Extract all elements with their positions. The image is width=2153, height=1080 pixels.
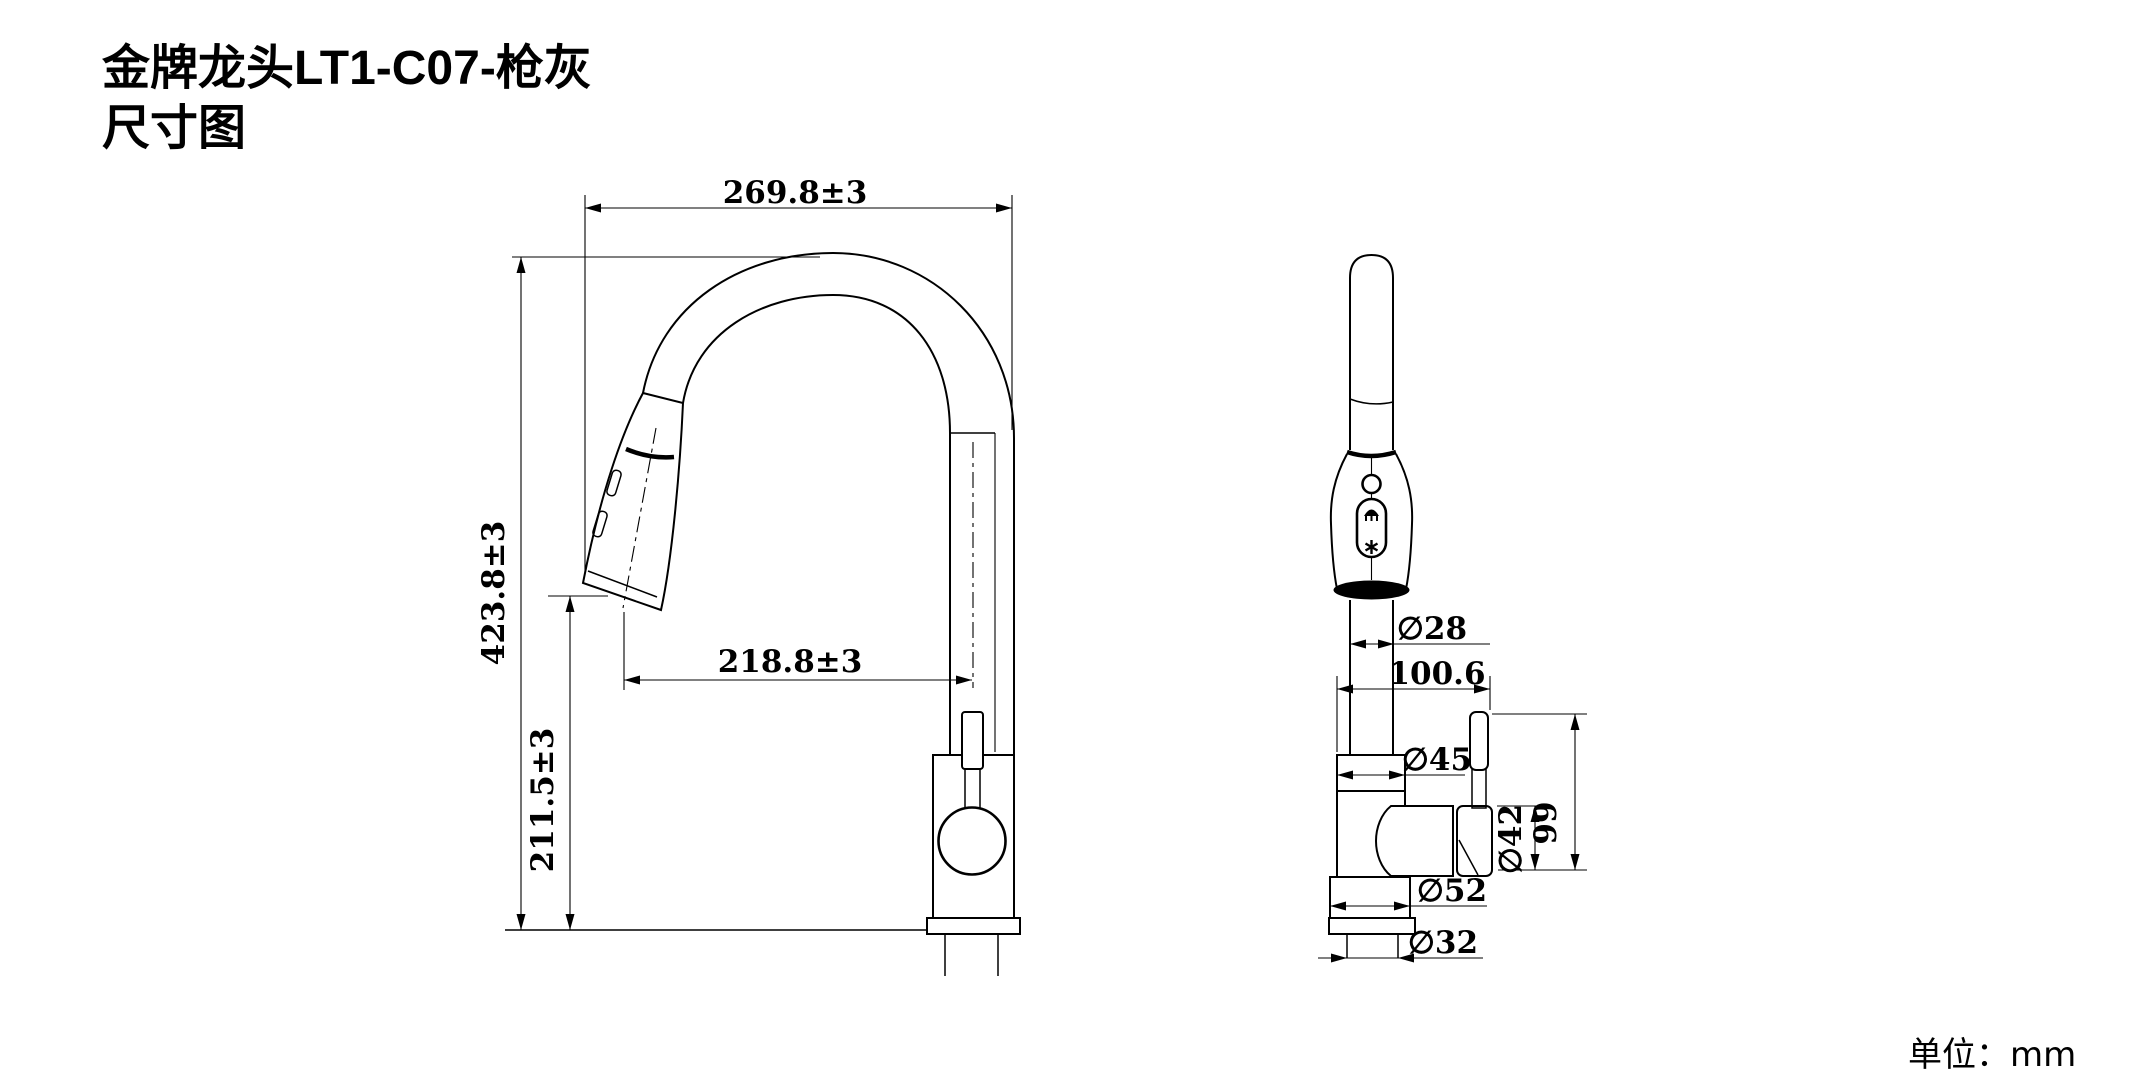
base-flange xyxy=(1328,917,1416,935)
dim-label-total-height: 423.8±3 xyxy=(476,521,512,666)
spray-head-right-edge xyxy=(1395,453,1414,590)
body-base-section xyxy=(1329,876,1411,919)
spray-head-outlet-band xyxy=(587,570,658,598)
spray-head-left-edge xyxy=(1329,453,1348,590)
arrowhead xyxy=(1350,639,1366,649)
dim-label-handle-offset: 100.6 xyxy=(1388,656,1485,692)
spout-inner-curve xyxy=(682,293,951,755)
spout-outer-curve xyxy=(642,251,1015,918)
dim-label-base-diameter: ∅52 xyxy=(1417,873,1487,909)
dim-label-spout-reach: 218.8±3 xyxy=(718,644,863,680)
front-view: ∅28 100.6 ∅45 ∅42 99 ∅52 ∅32 xyxy=(1318,253,1587,963)
drawing-title-line1: 金牌龙头LT1-C07-枪灰 xyxy=(101,42,592,95)
spray-head-button xyxy=(592,510,608,538)
spray-head-outline xyxy=(581,391,685,612)
tube-joint-line xyxy=(1349,398,1394,405)
dim-label-handle-base-diameter: ∅42 xyxy=(1493,804,1529,874)
dim-label-shank-diameter: ∅32 xyxy=(1408,925,1478,961)
arrowhead xyxy=(585,203,601,213)
arrowhead xyxy=(1530,854,1540,870)
dim-label-collar-diameter: ∅45 xyxy=(1402,742,1472,778)
base-flange xyxy=(926,917,1021,935)
spout-tube-top xyxy=(1349,253,1394,402)
handle-base xyxy=(1456,805,1493,877)
arrowhead xyxy=(1337,684,1353,694)
drawing-title-line2: 尺寸图 xyxy=(102,102,246,155)
arrowhead xyxy=(1378,639,1394,649)
arrowhead xyxy=(1337,770,1353,780)
arrowhead xyxy=(1530,806,1540,822)
handle-lever xyxy=(961,711,984,770)
arrowhead xyxy=(1474,684,1490,694)
dim-label-top-width: 269.8±3 xyxy=(723,175,868,211)
stream-icon xyxy=(1364,540,1379,554)
arrowhead xyxy=(1570,714,1580,730)
side-view: 269.8±3 423.8±3 218.8±3 211.5±3 xyxy=(476,175,1021,976)
arrowhead xyxy=(996,203,1012,213)
arrowhead xyxy=(1570,854,1580,870)
valve-joint-sphere xyxy=(937,806,1007,876)
arrowhead xyxy=(565,914,575,930)
arrowhead xyxy=(1330,901,1346,911)
dim-label-head-diameter: ∅28 xyxy=(1397,611,1467,647)
arrowhead xyxy=(624,675,640,685)
arrowhead xyxy=(956,675,972,685)
arrowhead xyxy=(1331,953,1347,963)
arrowhead xyxy=(1394,901,1410,911)
spray-head-collar-band xyxy=(625,446,675,460)
dim-label-spout-height: 211.5±3 xyxy=(525,728,561,873)
spray-face-plate xyxy=(1355,497,1388,559)
spray-head-button xyxy=(606,469,622,497)
spray-head-centerline xyxy=(622,427,657,609)
arrowhead xyxy=(516,914,526,930)
arrowhead xyxy=(565,596,575,612)
arrowhead xyxy=(1389,770,1405,780)
dim-label-handle-height: 99 xyxy=(1528,801,1564,844)
unit-note: 单位：mm xyxy=(1908,1035,2076,1075)
handle-lever xyxy=(1469,711,1489,771)
spray-toggle-button xyxy=(1361,473,1382,495)
handle-base-seam xyxy=(1458,839,1479,876)
aerator-face xyxy=(1333,580,1410,600)
arrowhead xyxy=(516,257,526,273)
valve-housing xyxy=(1374,805,1454,877)
arrowhead xyxy=(1398,953,1414,963)
spray-icon xyxy=(1364,509,1379,516)
